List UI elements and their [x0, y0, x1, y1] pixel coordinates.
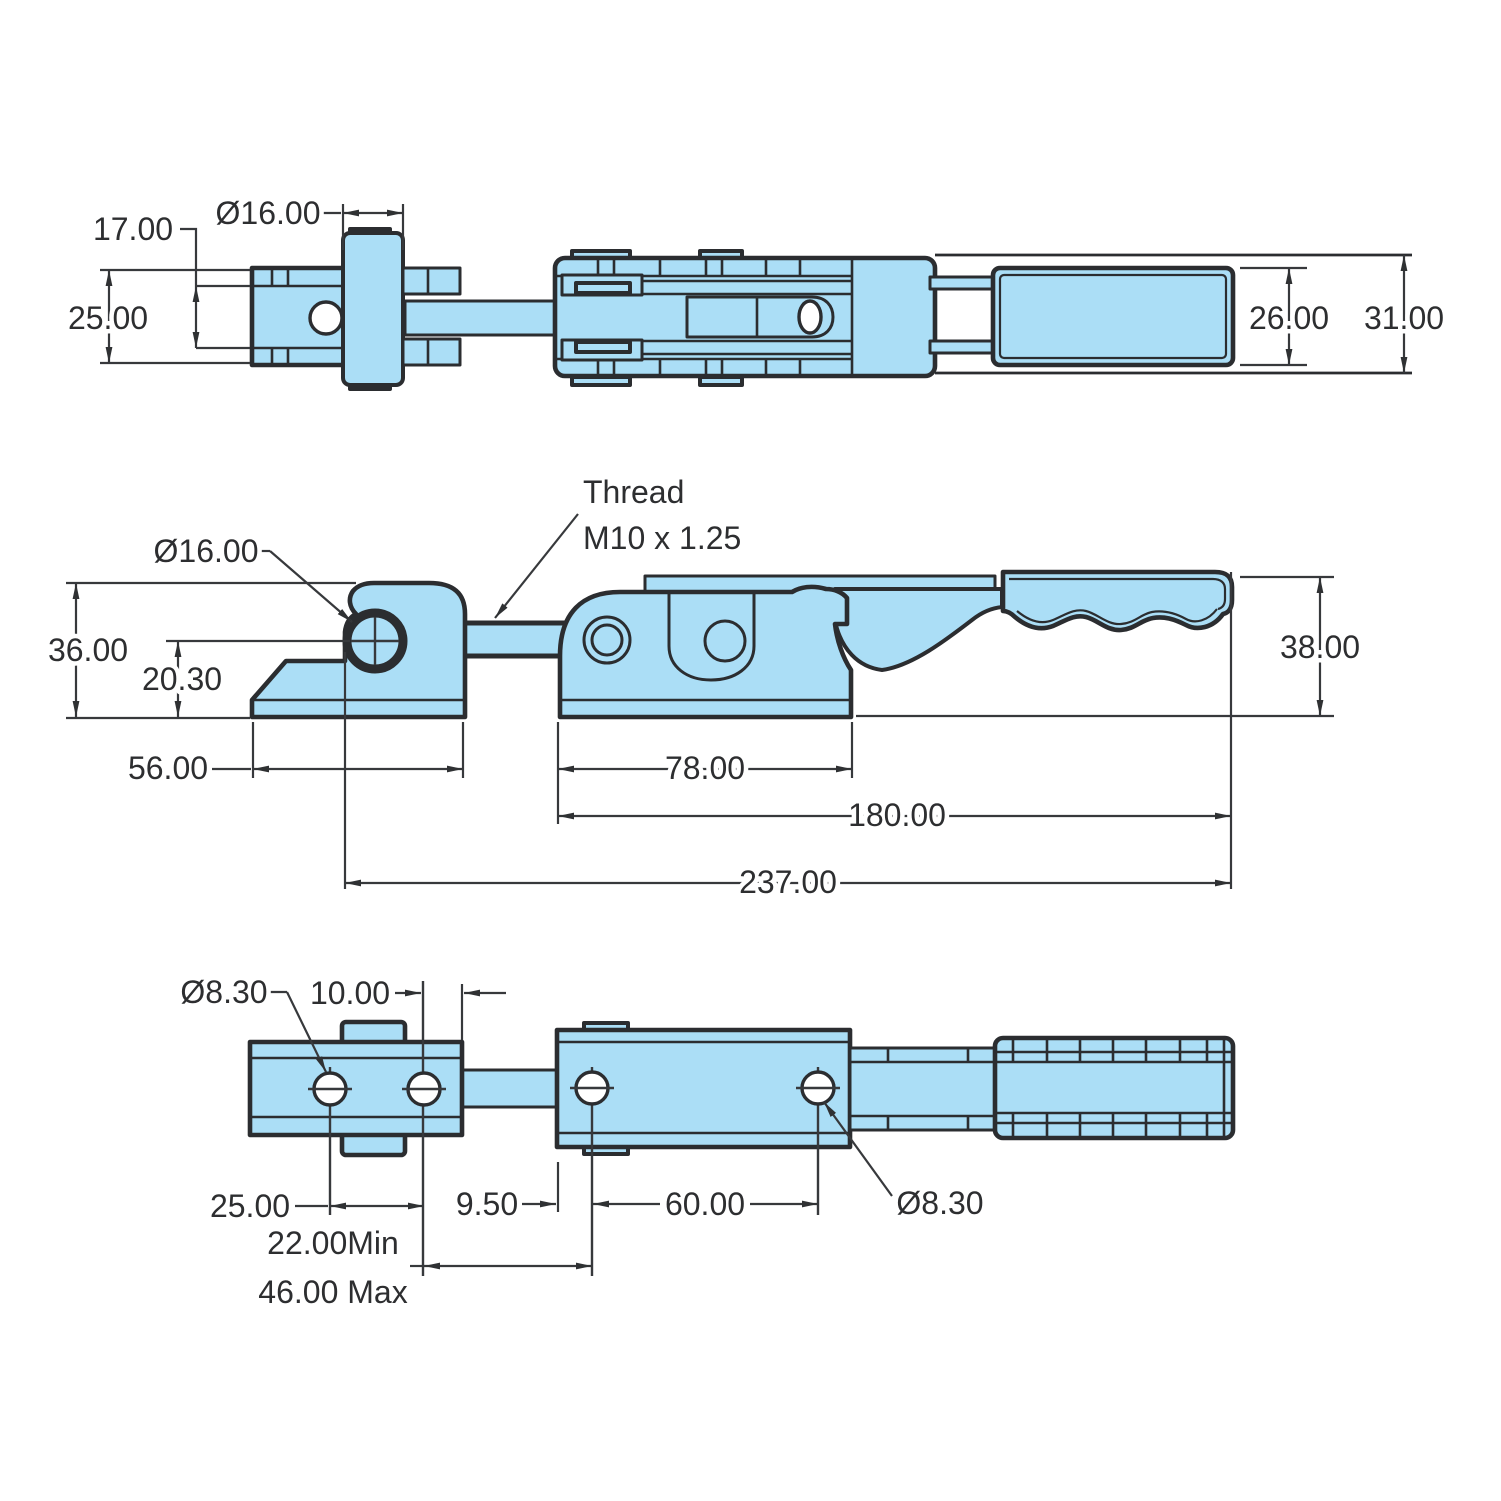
bottom-hole-markers	[308, 981, 840, 1276]
top-body-rib-lines	[596, 258, 802, 376]
front-threaded-rod	[463, 620, 567, 659]
dim-20-3-label: 20.30	[142, 661, 222, 697]
dim-dia83-right-label: Ø8.30	[896, 1185, 983, 1221]
bottom-handle-arms	[848, 1046, 997, 1132]
dim-180-label: 180.00	[848, 797, 946, 833]
top-body	[552, 249, 938, 387]
dim-dia16-top-label: Ø16.00	[216, 195, 321, 231]
dim-10-label: 10.00	[310, 975, 390, 1011]
bottom-dimensions: Ø8.30 10.00 25.00 9.50 60.00 Ø8.30 22.00…	[176, 970, 988, 1315]
dim-dia83-left-label: Ø8.30	[180, 974, 267, 1010]
top-lever-hole	[797, 299, 823, 335]
dim-56-label: 56.00	[128, 750, 208, 786]
top-right-plates	[401, 266, 462, 367]
bottom-rod	[460, 1068, 559, 1109]
dim-38-label: 38.00	[1280, 629, 1360, 665]
bottom-grip-ribs	[1011, 1038, 1209, 1138]
front-catch-plate	[249, 580, 468, 720]
leader-dia16-front	[269, 550, 353, 623]
leader-thread	[494, 513, 579, 619]
front-body	[557, 584, 854, 720]
dim-dia16-front-label: Ø16.00	[154, 533, 259, 569]
dim-46-max-label: 46.00 Max	[258, 1274, 407, 1310]
front-dimensions: Thread M10 x 1.25 Ø16.00 36.00 20.30 56.…	[43, 474, 1364, 905]
dim-36-label: 36.00	[48, 632, 128, 668]
top-bracket-hole	[308, 300, 344, 336]
front-handle-neck	[833, 587, 1004, 672]
front-body-slot	[667, 592, 756, 682]
label-thread-2: M10 x 1.25	[583, 520, 741, 556]
label-thread-1: Thread	[583, 474, 684, 510]
view-bottom: Ø8.30 10.00 25.00 9.50 60.00 Ø8.30 22.00…	[176, 970, 1236, 1315]
front-hole-countersunk	[582, 615, 632, 665]
top-u-bolt-bracket	[249, 265, 348, 368]
dim-17-label: 17.00	[93, 211, 173, 247]
dim-26-label: 26.00	[1249, 300, 1329, 336]
leader-dia83-right	[823, 1101, 893, 1197]
view-top: 17.00 Ø16.00 25.00 26.00 31.00	[63, 191, 1449, 391]
dim-25-top-label: 25.00	[68, 300, 148, 336]
top-handle-grip	[928, 265, 1236, 368]
dim-25-bottom-label: 25.00	[210, 1188, 290, 1224]
front-handle-grip	[1000, 569, 1235, 633]
front-hole-pivot	[703, 619, 747, 663]
dim-9-5-label: 9.50	[456, 1186, 518, 1222]
top-handle-envelope	[935, 253, 1412, 375]
dim-60-label: 60.00	[665, 1186, 745, 1222]
dim-78-label: 78.00	[665, 750, 745, 786]
dim-237-label: 237.00	[739, 864, 837, 900]
top-dimensions: 17.00 Ø16.00 25.00 26.00 31.00	[63, 191, 1449, 373]
leader-dia83-left	[286, 991, 327, 1073]
top-swivel-block	[341, 227, 405, 391]
top-lever-slot	[685, 295, 835, 339]
dim-22-min-label: 22.00Min	[267, 1225, 399, 1261]
view-front: Thread M10 x 1.25 Ø16.00 36.00 20.30 56.…	[43, 474, 1364, 905]
dim-31-label: 31.00	[1364, 300, 1444, 336]
bottom-handle-grip	[992, 1035, 1236, 1141]
